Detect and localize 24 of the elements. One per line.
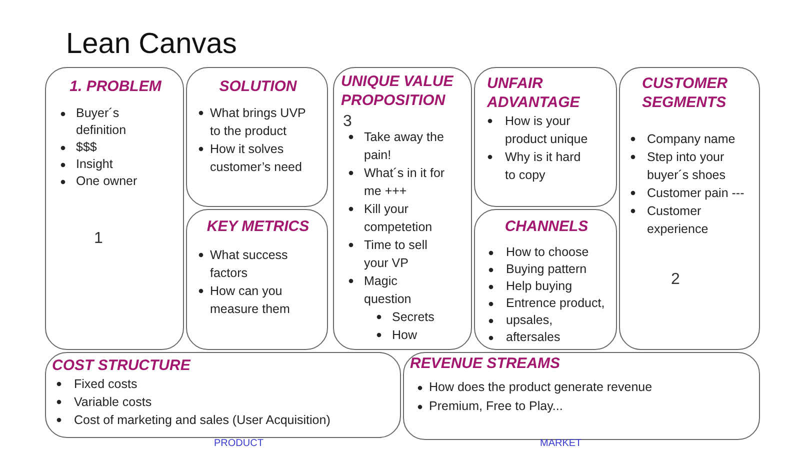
- section-heading: CHANNELS: [504, 217, 590, 236]
- section-panel: [474, 209, 617, 350]
- section-panel: [333, 67, 472, 350]
- callout-number: 2: [671, 270, 680, 289]
- section-heading: CUSTOMER SEGMENTS: [642, 74, 729, 112]
- section-heading: REVENUE STREAMS: [410, 354, 562, 373]
- section-panel: [619, 67, 760, 350]
- section-heading: UNFAIR ADVANTAGE: [487, 74, 581, 112]
- section-heading: 1. PROBLEM: [68, 77, 162, 96]
- section-panel: [474, 67, 617, 207]
- section-panel: [45, 352, 401, 438]
- section-panel: [403, 352, 760, 440]
- section-panel: [45, 67, 184, 350]
- callout-number: 3: [343, 112, 352, 131]
- column-label: MARKET: [540, 437, 582, 450]
- callout-number: 1: [94, 229, 103, 248]
- column-label: PRODUCT: [214, 437, 264, 450]
- section-heading: KEY METRICS: [206, 217, 310, 236]
- title: Lean Canvas: [66, 27, 237, 61]
- section-panel: [186, 209, 328, 350]
- section-panel: [186, 67, 328, 207]
- section-heading: UNIQUE VALUE PROPOSITION: [341, 72, 454, 110]
- section-heading: SOLUTION: [218, 77, 298, 96]
- section-heading: COST STRUCTURE: [52, 356, 192, 375]
